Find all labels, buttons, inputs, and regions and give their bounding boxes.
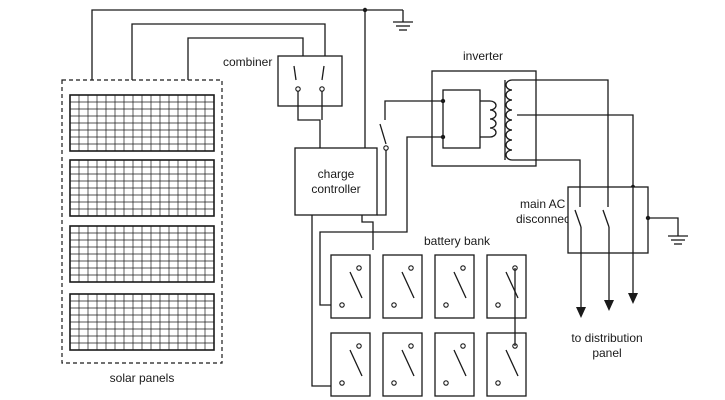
ac-wiring bbox=[512, 79, 636, 190]
switch-icon bbox=[574, 209, 582, 228]
solar-panel-array bbox=[61, 79, 223, 364]
combiner-label: combiner bbox=[223, 55, 272, 69]
main-ac-label-line1: main AC bbox=[520, 197, 566, 211]
battery-cell bbox=[434, 332, 475, 397]
distribution-label-line2: panel bbox=[592, 346, 621, 360]
switch-icon bbox=[379, 123, 387, 145]
battery-cell bbox=[330, 254, 371, 319]
switch-icon bbox=[602, 209, 610, 228]
battery-cell bbox=[434, 254, 475, 319]
main-ac-disconnect-box bbox=[567, 186, 679, 254]
battery-cell bbox=[382, 332, 423, 397]
arrow-down-icon bbox=[604, 300, 614, 311]
battery-cell bbox=[382, 254, 423, 319]
inverter-box bbox=[431, 70, 537, 167]
solar-panel bbox=[69, 94, 215, 152]
array-wiring bbox=[91, 7, 403, 148]
battery-bank bbox=[330, 254, 527, 397]
arrow-down-icon bbox=[576, 307, 586, 318]
output-arrows bbox=[576, 227, 638, 318]
battery-cell bbox=[486, 332, 527, 397]
inverter-label: inverter bbox=[463, 49, 503, 63]
solar-panel bbox=[69, 225, 215, 283]
transformer-coil-icon bbox=[505, 79, 513, 161]
charge-controller-label-line1: charge bbox=[318, 167, 355, 181]
charge-controller-label-line2: controller bbox=[311, 182, 360, 196]
arrow-down-icon bbox=[628, 293, 638, 304]
battery-bank-label: battery bank bbox=[424, 234, 491, 248]
main-ac-label-line2: disconnect bbox=[516, 212, 574, 226]
battery-cell bbox=[486, 254, 527, 319]
distribution-label-line1: to distribution bbox=[571, 331, 642, 345]
solar-panels bbox=[69, 94, 215, 351]
charge-controller-box bbox=[294, 147, 378, 216]
combiner-box bbox=[277, 55, 343, 148]
ground-symbol-icon bbox=[393, 10, 413, 31]
switch-icon bbox=[293, 65, 297, 81]
solar-panels-label: solar panels bbox=[110, 371, 175, 385]
solar-panel bbox=[69, 159, 215, 217]
battery-cell bbox=[330, 332, 371, 397]
transformer-coil-icon bbox=[489, 100, 497, 138]
dc-wiring bbox=[311, 100, 443, 387]
solar-array-dashed-border bbox=[61, 79, 223, 364]
ground-symbol-icon bbox=[668, 235, 688, 245]
switch-icon bbox=[321, 65, 325, 81]
solar-panel bbox=[69, 293, 215, 351]
